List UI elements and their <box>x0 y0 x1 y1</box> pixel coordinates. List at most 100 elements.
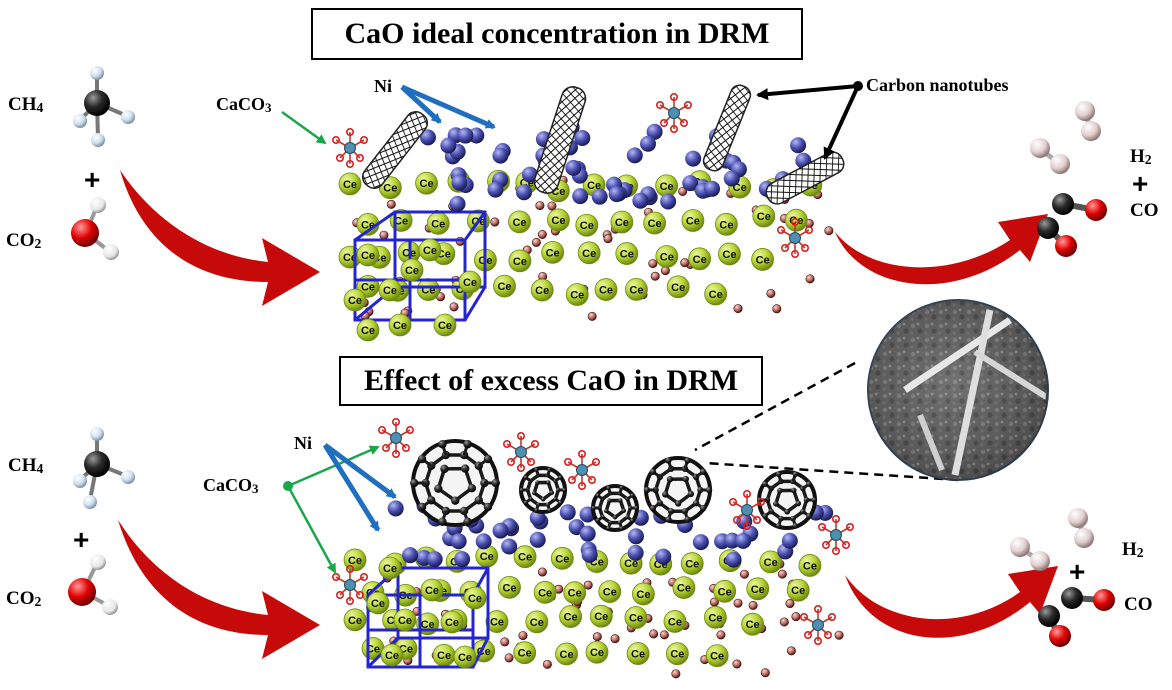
svg-text:Ce: Ce <box>458 652 472 664</box>
ce-atom: Ce <box>416 278 440 301</box>
oxygen-atom <box>386 199 396 209</box>
oxygen-atom <box>748 600 758 610</box>
ce-atom: Ce <box>433 313 457 337</box>
svg-text:Ce: Ce <box>385 650 399 662</box>
svg-text:Ce: Ce <box>631 649 645 661</box>
ce-atom: Ce <box>704 282 728 306</box>
ni-atom <box>626 147 643 164</box>
ce-atom: Ce <box>533 580 557 604</box>
oxygen-atom <box>786 646 796 656</box>
ni-atom <box>492 522 509 539</box>
svg-text:Ce: Ce <box>518 552 532 564</box>
svg-text:Ce: Ce <box>722 249 736 261</box>
ce-atom: Ce <box>632 582 655 606</box>
title-bottom: Effect of excess CaO in DRM <box>339 356 763 406</box>
carbon-nanotube-1 <box>361 111 429 189</box>
svg-text:Ce: Ce <box>480 551 494 563</box>
ni-atom <box>515 184 532 201</box>
ce-atom: Ce <box>655 245 679 268</box>
svg-text:Ce: Ce <box>530 617 544 629</box>
ce-atom: Ce <box>458 270 482 294</box>
ce-atom: Ce <box>356 318 380 342</box>
ni-atom <box>426 551 443 568</box>
caco3-pointer-bottom-2 <box>286 485 337 574</box>
methane-molecule-bottom <box>73 427 135 509</box>
ce-atom: Ce <box>589 604 613 628</box>
ce-atom: Ce <box>786 578 810 602</box>
oxygen-atom <box>805 274 815 284</box>
ni-atom <box>640 135 657 152</box>
ni-atom <box>572 188 589 205</box>
svg-text:Ce: Ce <box>660 251 674 263</box>
svg-text:Ce: Ce <box>497 281 511 293</box>
ce-atom: Ce <box>759 550 783 574</box>
caco3-cluster <box>377 417 414 458</box>
ce-atom: Ce <box>547 208 570 232</box>
oxygen-atom <box>379 230 389 240</box>
oxygen-atom <box>659 630 669 640</box>
svg-text:Ce: Ce <box>512 217 526 229</box>
svg-text:Ce: Ce <box>343 179 357 191</box>
svg-text:Ce: Ce <box>718 586 732 598</box>
ce-atom: Ce <box>713 579 737 603</box>
ni-atom <box>682 175 699 192</box>
svg-text:Ce: Ce <box>431 218 445 230</box>
ni-atom <box>591 188 608 205</box>
ce-atom: Ce <box>498 575 521 599</box>
ce-atom: Ce <box>665 642 689 666</box>
reaction-arrow-in-top <box>120 170 320 306</box>
carbon-nanotube-2 <box>533 86 587 194</box>
ni-atom <box>457 127 474 144</box>
caco3-label-top: CaCO3 <box>216 94 272 115</box>
svg-text:Ce: Ce <box>710 651 724 663</box>
oxygen-atom <box>610 634 620 644</box>
co2-label-bottom: CO2 <box>6 588 42 610</box>
svg-text:Ce: Ce <box>636 589 650 601</box>
ni-atom <box>685 150 702 167</box>
title-top: CaO ideal concentration in DRM <box>311 8 803 60</box>
ni-pointer-bottom-1 <box>323 442 397 500</box>
svg-text:Ce: Ce <box>568 588 582 600</box>
caco3-cluster <box>799 604 836 645</box>
svg-text:Ce: Ce <box>693 254 707 266</box>
ni-atom <box>781 532 798 549</box>
ce-atom: Ce <box>643 211 667 235</box>
ch4-label-top: CH4 <box>8 94 44 116</box>
ce-atom: Ce <box>746 577 770 601</box>
oxygen-atom <box>587 311 597 321</box>
ce-atom: Ce <box>475 544 499 568</box>
svg-text:Ce: Ce <box>629 284 643 296</box>
ce-atom: Ce <box>703 605 727 629</box>
svg-text:Ce: Ce <box>803 560 817 572</box>
oxygen-atom <box>779 617 789 627</box>
co-label-top: CO <box>1130 200 1159 221</box>
svg-text:Ce: Ce <box>603 587 617 599</box>
ni-atom <box>451 174 468 191</box>
oxygen-atom <box>733 598 743 608</box>
svg-text:Ce: Ce <box>670 649 684 661</box>
ni-atom <box>646 123 663 140</box>
svg-text:Ce: Ce <box>348 615 362 627</box>
ce-atom: Ce <box>615 242 639 265</box>
svg-text:Ce: Ce <box>757 211 771 223</box>
svg-text:Ce: Ce <box>348 555 362 567</box>
svg-text:Ce: Ce <box>383 183 397 195</box>
ni-atom <box>440 137 457 154</box>
ni-atom <box>579 525 596 542</box>
oxygen-atom <box>733 304 743 314</box>
svg-text:Ce: Ce <box>756 254 770 266</box>
ce-atom: Ce <box>798 554 822 577</box>
svg-text:Ce: Ce <box>708 612 722 624</box>
oxygen-atom <box>650 271 660 281</box>
svg-text:Ce: Ce <box>383 563 397 575</box>
hydrogen-molecule-top <box>1030 101 1101 174</box>
cnt-pointer-1 <box>756 84 859 101</box>
oxygen-atom <box>583 580 593 590</box>
ni-atom <box>632 192 649 209</box>
plus-reactants-top: + <box>84 164 101 195</box>
caco3-cluster <box>502 431 539 472</box>
reaction-arrow-out-top <box>835 214 1048 285</box>
caco3-cluster <box>563 449 600 490</box>
